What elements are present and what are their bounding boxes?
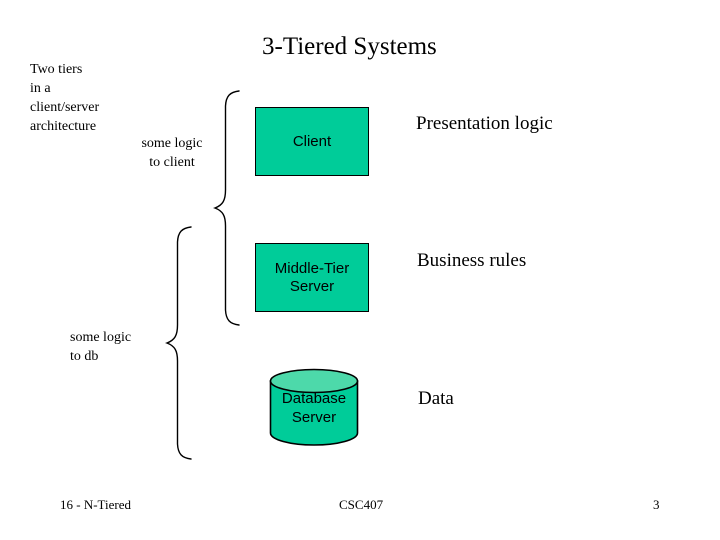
left-curly-brace-icon-lower — [165, 226, 192, 460]
annotation-some-logic-to-db: some logic to db — [70, 330, 132, 364]
annotation-two-tiers: Two tiers in a client/server architectur… — [30, 62, 100, 134]
node-middle-tier-server[interactable]: Middle-Tier Server — [255, 243, 369, 312]
left-curly-brace-icon-upper — [213, 90, 240, 326]
page-title: 3-Tiered Systems — [262, 33, 437, 60]
tier-label-business-rules: Business rules — [417, 250, 527, 271]
footer-page-number: 3 — [653, 497, 660, 512]
footer-center: CSC407 — [339, 497, 384, 512]
node-database-server[interactable] — [269, 368, 359, 446]
annotation-some-logic-to-client: some logic to client — [141, 136, 203, 170]
tier-label-data: Data — [418, 388, 454, 409]
tier-label-presentation-logic: Presentation logic — [416, 113, 553, 134]
footer-left: 16 - N-Tiered — [60, 497, 132, 512]
node-client[interactable]: Client — [255, 107, 369, 176]
